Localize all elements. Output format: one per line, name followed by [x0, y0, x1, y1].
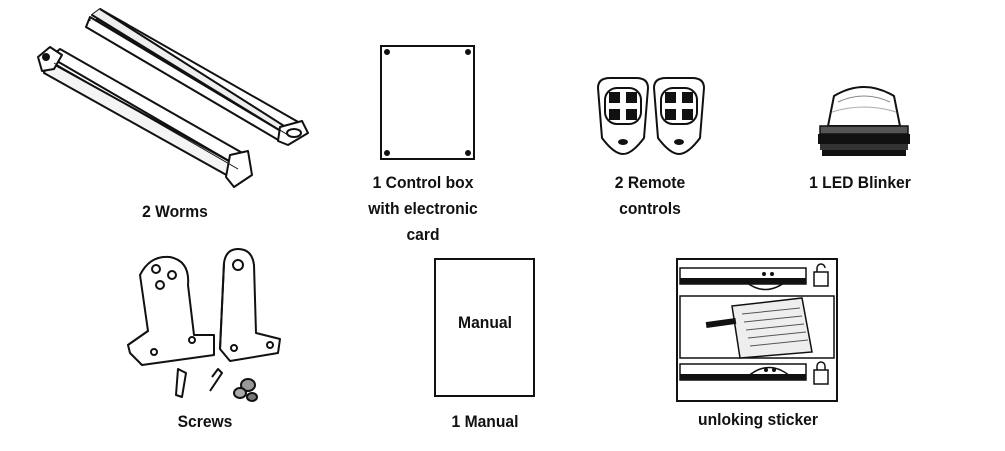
worm-actuators-illustration: [30, 5, 320, 195]
manual-label: 1 Manual: [451, 412, 519, 431]
control-box-label-line-2: with electronic: [368, 199, 478, 218]
remote-control-icon-2: [652, 77, 706, 156]
remotes-drawing: [596, 77, 706, 156]
control-box-illustration: [380, 45, 476, 161]
remote-controls-illustration: [596, 76, 706, 156]
sticker-drawing: [676, 258, 838, 402]
remotes-label: 2 Remote controls: [586, 170, 715, 222]
manual-cover-drawing: [434, 258, 535, 397]
brackets-and-screws-illustration: [120, 245, 290, 410]
control-box-drawing: [380, 45, 475, 160]
blinker-drawing: [818, 86, 910, 156]
control-box-label-line-1: 1 Control box: [372, 173, 474, 192]
screws-drawing: [127, 248, 281, 402]
control-box-label: 1 Control box with electronic card: [349, 170, 496, 248]
unlocking-sticker-illustration: [676, 258, 838, 402]
worms-drawing: [37, 8, 309, 188]
remote-control-icon: [596, 77, 650, 156]
sticker-label: unloking sticker: [698, 410, 818, 429]
remotes-label-line-1: 2 Remote: [614, 173, 686, 192]
remotes-label-line-2: controls: [619, 199, 681, 218]
screws-label: Screws: [177, 412, 233, 431]
blinker-label: 1 LED Blinker: [809, 173, 911, 192]
control-box-label-line-3: card: [406, 225, 440, 244]
worms-label: 2 Worms: [142, 202, 208, 221]
led-blinker-illustration: [816, 82, 912, 162]
manual-cover-text: Manual: [458, 313, 512, 332]
manual-booklet: Manual: [434, 258, 536, 398]
